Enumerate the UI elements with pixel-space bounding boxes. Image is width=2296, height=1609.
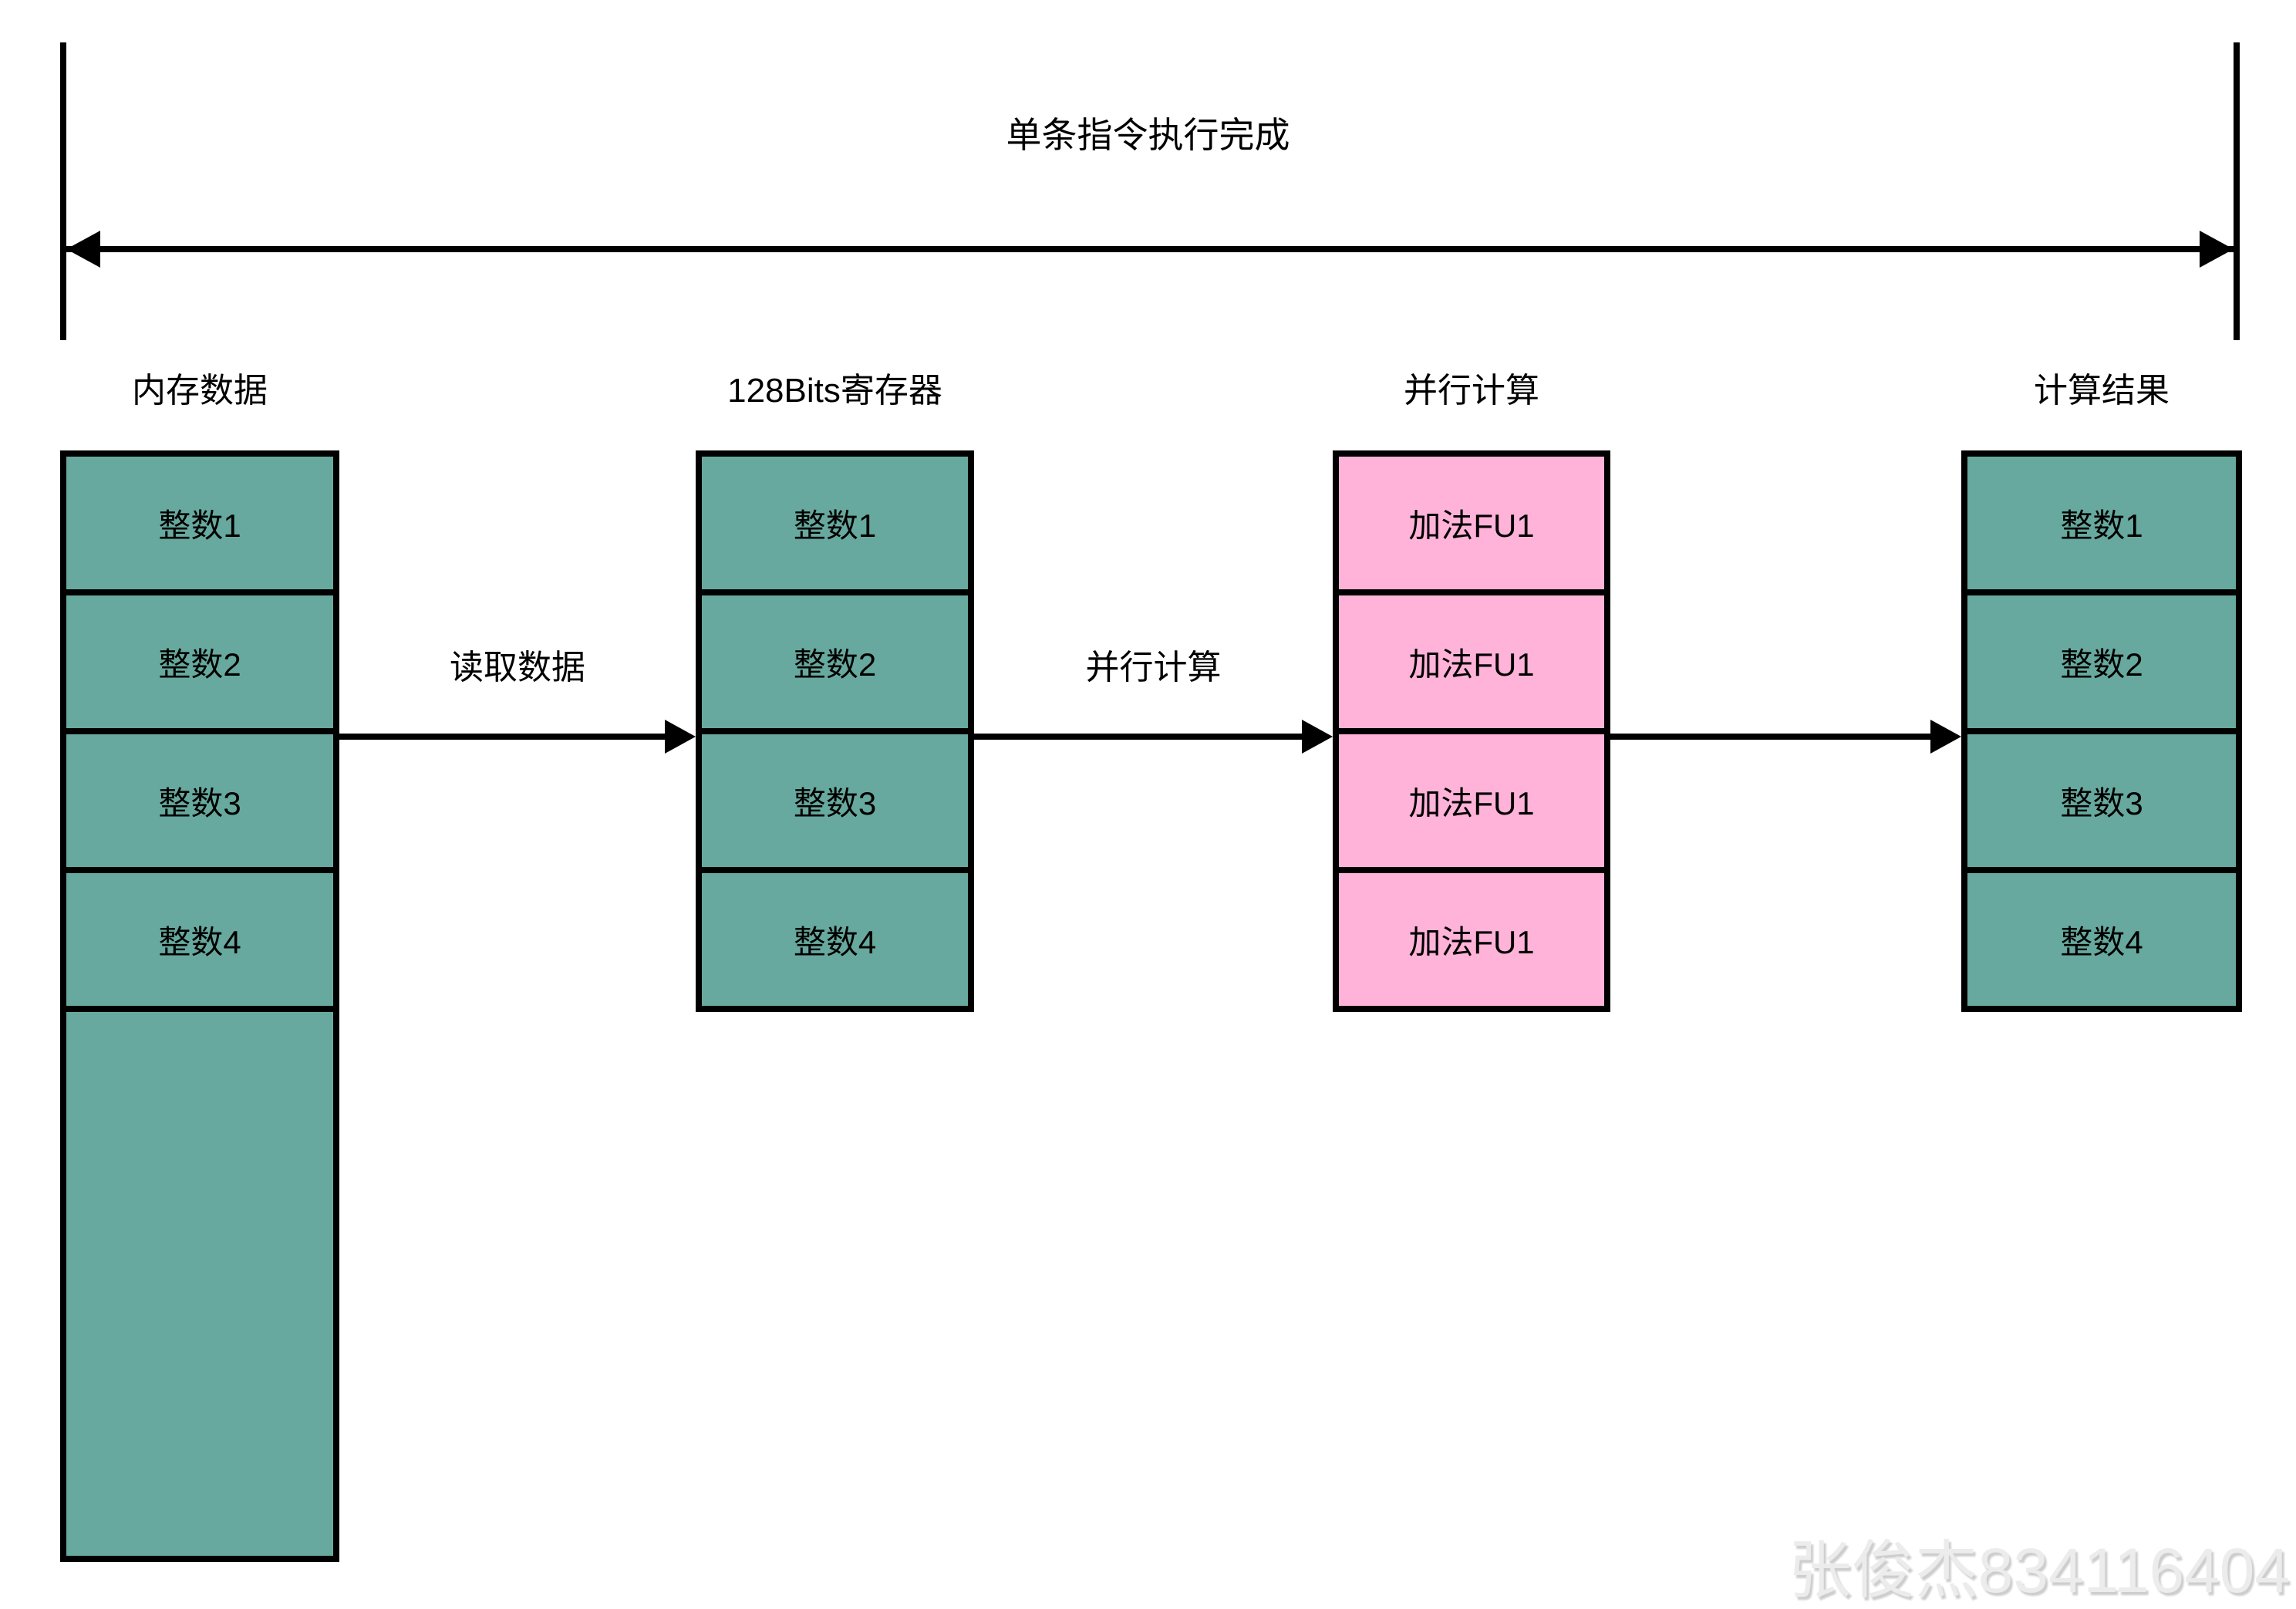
memory-cell: 整数4: [60, 867, 339, 1012]
column-register: 128Bits寄存器 整数1 整数2 整数3 整数4: [696, 372, 974, 1012]
column-memory: 内存数据 整数1 整数2 整数3 整数4: [60, 372, 339, 1562]
memory-empty-cell: [60, 1006, 339, 1562]
arrow-label-read-data: 读取数据: [450, 649, 585, 686]
register-cell: 整数1: [696, 450, 974, 595]
fu-cell: 加法FU1: [1333, 728, 1610, 873]
column-parallel-compute: 并行计算 加法FU1 加法FU1 加法FU1 加法FU1: [1333, 372, 1610, 1012]
register-cell: 整数2: [696, 589, 974, 734]
arrowhead-right-icon: [665, 720, 696, 754]
arrowhead-left-icon: [66, 231, 100, 268]
watermark: 张俊杰834116404: [1788, 1536, 2290, 1606]
memory-cell: 整数2: [60, 589, 339, 734]
result-cell: 整数4: [1961, 867, 2242, 1012]
result-cell: 整数2: [1961, 589, 2242, 734]
arrowhead-right-icon: [2200, 231, 2234, 268]
fu-cell: 加法FU1: [1333, 867, 1610, 1012]
fu-cell: 加法FU1: [1333, 589, 1610, 734]
column-header-result: 计算结果: [2034, 372, 2170, 410]
column-header-parallel-compute: 并行计算: [1404, 372, 1539, 410]
arrow-label-parallel-compute: 并行计算: [1085, 649, 1222, 686]
column-header-memory: 内存数据: [132, 372, 268, 410]
bracket-title: 单条指令执行完成: [1006, 115, 1290, 155]
column-header-register: 128Bits寄存器: [727, 372, 942, 410]
arrow-to-result: [1610, 734, 1934, 740]
register-cell: 整数4: [696, 867, 974, 1012]
register-cell: 整数3: [696, 728, 974, 873]
arrow-read-data: [339, 734, 671, 740]
bracket-left-tick: [60, 42, 66, 340]
memory-cell: 整数3: [60, 728, 339, 873]
arrow-parallel-compute: [974, 734, 1306, 740]
fu-cell: 加法FU1: [1333, 450, 1610, 595]
arrowhead-right-icon: [1302, 720, 1333, 754]
arrowhead-right-icon: [1930, 720, 1961, 754]
memory-cell: 整数1: [60, 450, 339, 595]
bracket-double-arrow-line: [66, 246, 2234, 252]
result-cell: 整数3: [1961, 728, 2242, 873]
result-cell: 整数1: [1961, 450, 2242, 595]
column-result: 计算结果 整数1 整数2 整数3 整数4: [1961, 372, 2242, 1012]
bracket-right-tick: [2234, 42, 2240, 340]
